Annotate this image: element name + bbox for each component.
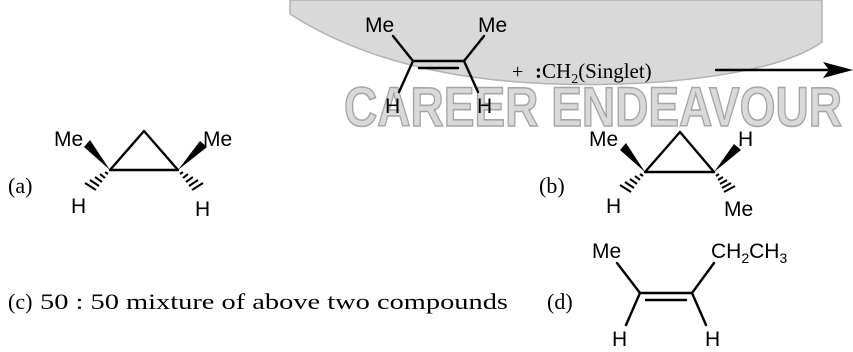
hash-h-left bbox=[84, 171, 109, 191]
reactant-cis-2-butene: Me Me H H bbox=[365, 14, 507, 118]
bond-h-right bbox=[690, 291, 708, 327]
option-a-substituent-left: Me bbox=[54, 128, 83, 151]
watermark-logo-arc bbox=[289, 0, 823, 86]
ring-bond-left bbox=[108, 129, 146, 172]
option-c-label: (c) bbox=[8, 289, 32, 314]
reagent-formula: :CH2(Singlet) bbox=[535, 59, 652, 87]
option-c-text: 50 : 50 mixture of above two compounds bbox=[40, 289, 508, 314]
option-d: (d) Me CH2CH3 H H bbox=[547, 240, 787, 351]
wedge-h-right bbox=[714, 144, 741, 172]
option-b-h-left: H bbox=[606, 195, 621, 218]
option-d-h-left: H bbox=[612, 328, 627, 351]
reactant-substituent-left: Me bbox=[365, 14, 394, 37]
reactant-h-left: H bbox=[385, 95, 400, 118]
option-b-h-right: Me bbox=[724, 198, 753, 221]
bond-me-left bbox=[391, 34, 415, 63]
option-b-substituent-left: Me bbox=[589, 128, 618, 151]
reactant-h-right: H bbox=[477, 95, 492, 118]
bond-h-right bbox=[462, 59, 480, 94]
option-d-substituent-left: Me bbox=[592, 240, 621, 263]
bond-h-left bbox=[624, 291, 642, 327]
option-b-label: (b) bbox=[539, 173, 565, 198]
bond-me-left bbox=[615, 261, 642, 295]
bond-h-left bbox=[397, 59, 415, 94]
option-a-substituent-right: Me bbox=[203, 128, 232, 151]
plus-sign: + bbox=[512, 61, 523, 83]
reagent-singlet-carbene: :CH2(Singlet) bbox=[535, 59, 652, 87]
option-a-label: (a) bbox=[8, 173, 32, 198]
hash-h-right bbox=[179, 171, 204, 191]
option-b-substituent-right: H bbox=[738, 128, 753, 151]
option-d-substituent-right: CH2CH3 bbox=[711, 240, 787, 266]
ring-bond-right bbox=[678, 130, 716, 174]
option-c: (c) 50 : 50 mixture of above two compoun… bbox=[8, 289, 508, 314]
watermark: CAREER ENDEAVOUR bbox=[289, 0, 843, 139]
ring-bond-right bbox=[142, 129, 180, 172]
watermark-text: CAREER ENDEAVOUR bbox=[344, 75, 842, 138]
bond-me-right bbox=[462, 34, 486, 63]
arrow-head-icon bbox=[823, 62, 853, 78]
option-b: (b) Me H H Me bbox=[539, 128, 753, 221]
option-a-h-left: H bbox=[71, 195, 86, 218]
bond-ethyl-right bbox=[690, 261, 716, 295]
option-a-h-right: H bbox=[195, 198, 210, 221]
reaction-arrow bbox=[714, 62, 853, 78]
wedge-me-left bbox=[84, 140, 110, 170]
wedge-me-right bbox=[178, 141, 207, 170]
option-d-h-right: H bbox=[705, 328, 720, 351]
option-d-label: (d) bbox=[547, 289, 573, 314]
reactant-substituent-right: Me bbox=[478, 14, 507, 37]
ring-bond-left bbox=[643, 130, 682, 174]
hash-me-right bbox=[715, 173, 736, 193]
hash-h-left bbox=[619, 173, 644, 193]
option-a: (a) Me Me H H bbox=[8, 128, 232, 221]
wedge-me-left bbox=[620, 143, 645, 172]
